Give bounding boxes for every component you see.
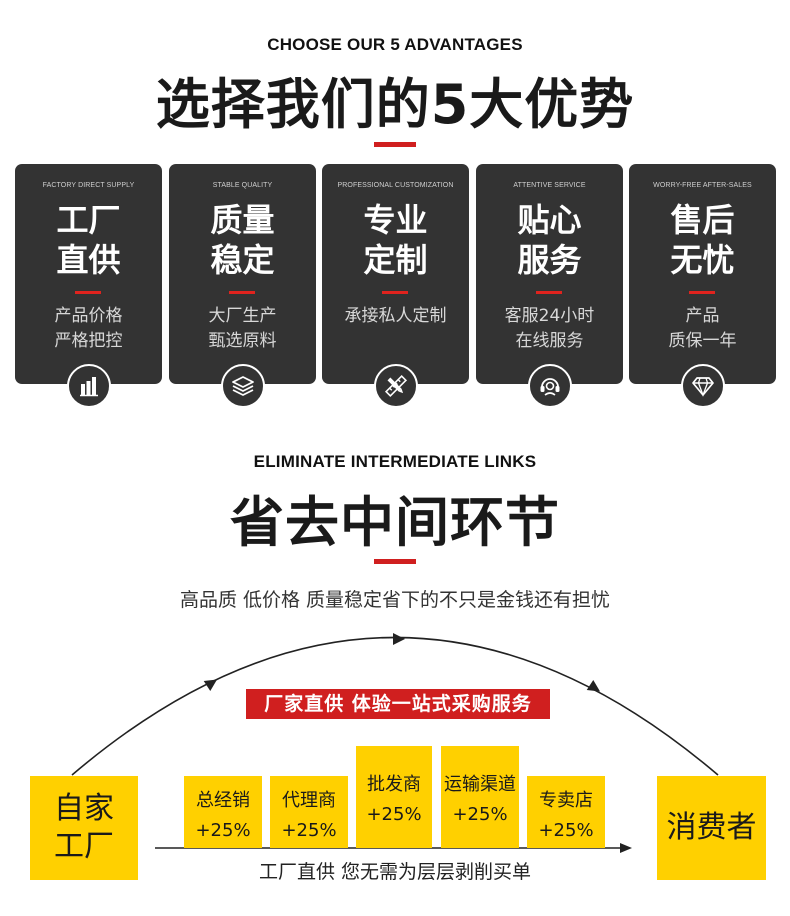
headset-icon — [528, 364, 572, 408]
middleman-box-agent: 代理商 +25% — [270, 776, 348, 848]
origin-factory-box: 自家 工厂 — [30, 776, 138, 880]
factory-building-icon — [67, 364, 111, 408]
card-en-label: WORRY-FREE AFTER-SALES — [653, 182, 752, 189]
advantages-zh-title: 选择我们的5大优势 — [155, 73, 635, 136]
links-zh-title: 省去中间环节 — [230, 491, 560, 554]
ruler-pencil-icon — [374, 364, 418, 408]
title-underline — [374, 142, 416, 147]
card-title: 工厂 直供 — [56, 201, 121, 279]
card-divider — [75, 291, 101, 294]
card-description: 大厂生产 甄选原料 — [208, 306, 277, 351]
card-description: 客服24小时 在线服务 — [504, 306, 595, 351]
bottom-caption: 工厂直供 您无需为层层剥削买单 — [258, 861, 532, 883]
card-description: 产品 质保一年 — [668, 306, 737, 351]
card-title: 贴心 服务 — [517, 201, 582, 279]
consumer-box: 消费者 — [657, 776, 766, 880]
middlemen-arrow — [620, 843, 632, 853]
card-title: 售后 无忧 — [670, 201, 735, 279]
advantage-card-attentive-service: ATTENTIVE SERVICE 贴心 服务 客服24小时 在线服务 — [476, 164, 623, 408]
section-subtitle: 高品质 低价格 质量稳定省下的不只是金钱还有担忧 — [179, 589, 611, 611]
title-underline — [374, 559, 416, 564]
arc-arrow-top — [393, 633, 405, 645]
card-en-label: PROFESSIONAL CUSTOMIZATION — [337, 182, 454, 189]
card-divider — [689, 291, 715, 294]
advantage-card-after-sales: WORRY-FREE AFTER-SALES 售后 无忧 产品 质保一年 — [629, 164, 776, 408]
card-divider — [536, 291, 562, 294]
direct-supply-banner: 厂家直供 体验一站式采购服务 — [246, 689, 550, 719]
card-divider — [229, 291, 255, 294]
advantages-en-title: CHOOSE OUR 5 ADVANTAGES — [267, 35, 523, 54]
card-title: 专业 定制 — [363, 201, 428, 279]
card-en-label: ATTENTIVE SERVICE — [513, 182, 586, 189]
card-description: 产品价格 严格把控 — [54, 306, 123, 351]
arc-arrow-left — [203, 679, 218, 692]
diamond-icon — [681, 364, 725, 408]
arc-arrow-right — [586, 679, 601, 692]
advantage-card-stable-quality: STABLE QUALITY 质量 稳定 大厂生产 甄选原料 — [169, 164, 316, 408]
layers-icon — [221, 364, 265, 408]
advantage-card-customization: PROFESSIONAL CUSTOMIZATION 专业 定制 承接私人定制 — [322, 164, 469, 408]
card-description: 承接私人定制 — [344, 306, 447, 326]
card-title: 质量 稳定 — [210, 201, 275, 279]
links-en-title: ELIMINATE INTERMEDIATE LINKS — [253, 452, 537, 471]
advantage-card-factory-direct: FACTORY DIRECT SUPPLY 工厂 直供 产品价格 严格把控 — [15, 164, 162, 408]
card-en-label: STABLE QUALITY — [212, 182, 273, 189]
middleman-box-exclusive-store: 专卖店 +25% — [527, 776, 605, 848]
middleman-box-wholesaler: 批发商 +25% — [356, 746, 432, 848]
card-divider — [382, 291, 408, 294]
middleman-box-transport-channel: 运输渠道 +25% — [441, 746, 519, 848]
card-en-label: FACTORY DIRECT SUPPLY — [42, 182, 135, 189]
middleman-box-general-distributor: 总经销 +25% — [184, 776, 262, 848]
